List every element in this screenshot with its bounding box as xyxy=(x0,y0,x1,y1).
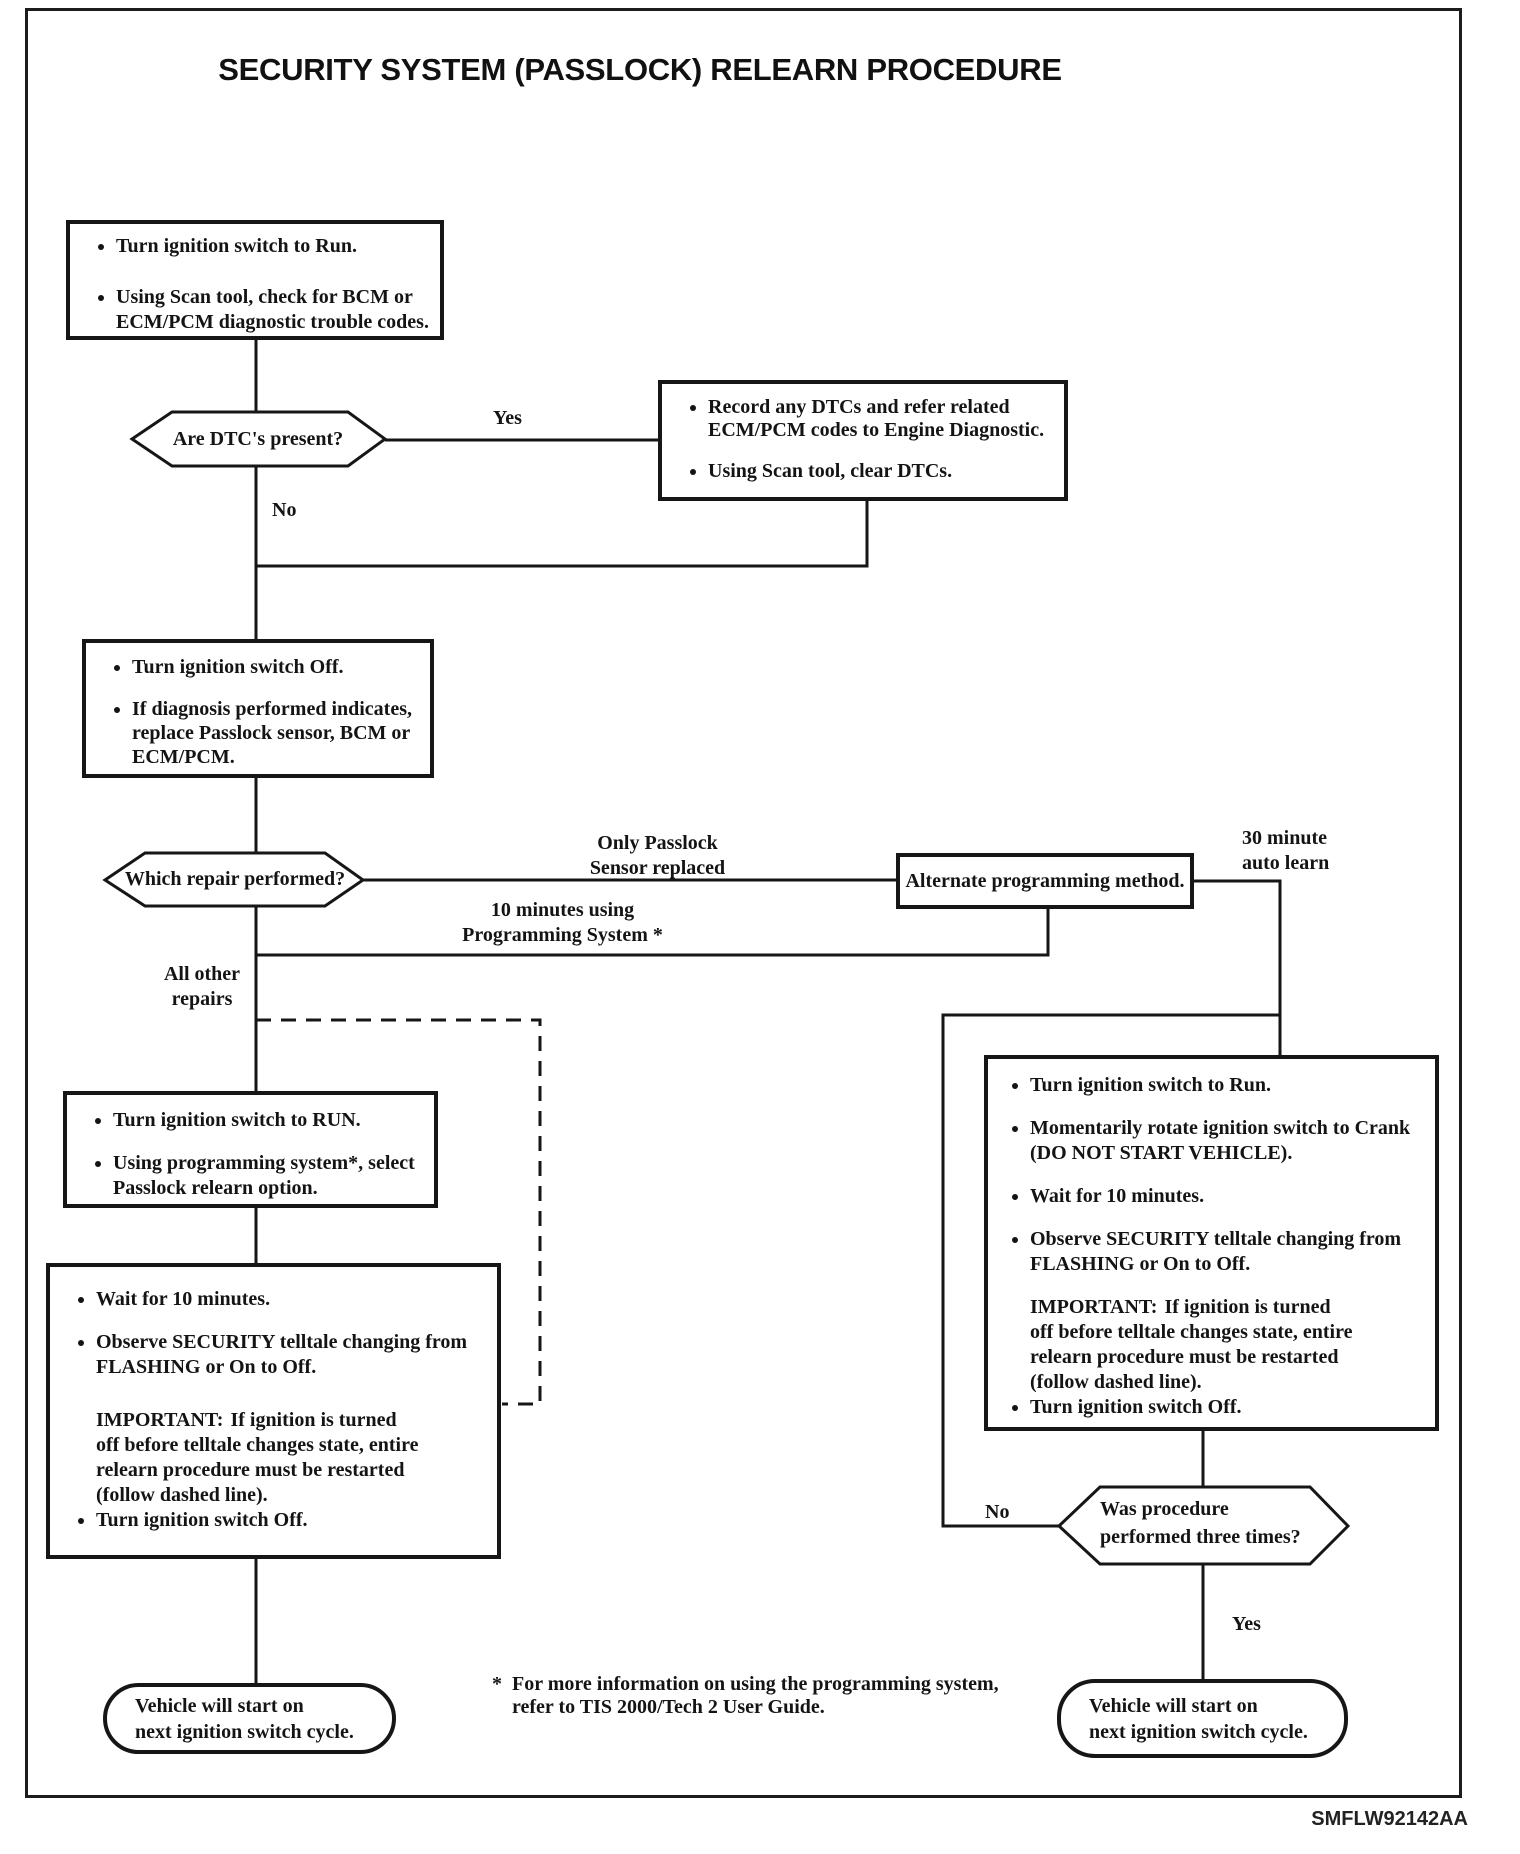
list-item: Momentarily rotate ignition switch to Cr… xyxy=(1030,1116,1431,1166)
list-item: Observe SECURITY telltale changing from … xyxy=(1030,1227,1431,1277)
decision-three-times-question: Was procedure performed three times? xyxy=(1100,1498,1301,1548)
list-item: Wait for 10 minutes. xyxy=(96,1287,493,1312)
important-note: IMPORTANT:If ignition is turned off befo… xyxy=(1030,1295,1435,1395)
record-dtcs-box: Record any DTCs and refer related ECM/PC… xyxy=(658,380,1068,501)
connector-alternate-to-autolearn xyxy=(1194,879,1282,1055)
list-item: Wait for 10 minutes. xyxy=(1030,1184,1431,1209)
list-item: Turn ignition switch to Run. xyxy=(1030,1073,1431,1098)
decision-dtcs-present-shape xyxy=(129,410,388,468)
page-border xyxy=(25,8,1462,1798)
run-crank-box: Turn ignition switch to Run. Momentarily… xyxy=(984,1055,1439,1431)
list-item: Turn ignition switch to Run. xyxy=(116,234,436,259)
check-codes-box: Turn ignition switch to Run. Using Scan … xyxy=(66,220,444,340)
list-item: Turn ignition switch Off. xyxy=(132,655,426,679)
branch-label-ten-minutes: 10 minutes using Programming System * xyxy=(462,899,663,946)
terminal-text: Vehicle will start on next ignition swit… xyxy=(1089,1694,1308,1743)
branch-label-only-passlock: Only Passlock Sensor replaced xyxy=(589,832,726,879)
select-relearn-box: Turn ignition switch to RUN. Using progr… xyxy=(63,1091,438,1208)
document-code: SMFLW92142AA xyxy=(1311,1808,1468,1830)
run-crank-list-after: Turn ignition switch Off. xyxy=(988,1395,1435,1420)
list-item: Using Scan tool, check for BCM or ECM/PC… xyxy=(116,285,436,335)
decision-which-repair-question: Which repair performed? xyxy=(124,868,346,890)
list-item: If diagnosis performed indicates, replac… xyxy=(132,697,426,769)
page-title: SECURITY SYSTEM (PASSLOCK) RELEARN PROCE… xyxy=(218,52,1062,87)
terminal-vehicle-start-right: Vehicle will start on next ignition swit… xyxy=(1057,1679,1348,1758)
list-item: Turn ignition switch to RUN. xyxy=(113,1108,430,1133)
footnote-asterisk: * xyxy=(492,1673,502,1695)
connector-alternate-to-programming xyxy=(256,908,1050,957)
alternate-method-label: Alternate programming method. xyxy=(905,869,1185,892)
record-dtcs-list: Record any DTCs and refer related ECM/PC… xyxy=(662,396,1064,483)
footnote: * For more information on using the prog… xyxy=(492,1673,999,1719)
terminal-text: Vehicle will start on next ignition swit… xyxy=(135,1694,354,1743)
wait-observe-list-after: Turn ignition switch Off. xyxy=(50,1508,497,1533)
select-relearn-list: Turn ignition switch to RUN. Using progr… xyxy=(67,1108,434,1201)
branch-label-thirty-minute: 30 minute auto learn xyxy=(1242,827,1330,874)
branch-label-yes-final: Yes xyxy=(1232,1613,1261,1635)
decision-which-repair-shape xyxy=(102,851,366,908)
important-text: If ignition is turned off before telltal… xyxy=(96,1409,419,1506)
branch-label-no: No xyxy=(272,499,297,521)
branch-label-no-loop: No xyxy=(985,1501,1010,1523)
connector-dashed-restart xyxy=(256,1018,542,1406)
decision-dtcs-present-question: Are DTC's present? xyxy=(172,428,344,450)
footnote-text: For more information on using the progra… xyxy=(512,1673,999,1718)
important-label: IMPORTANT: xyxy=(96,1409,224,1431)
important-label: IMPORTANT: xyxy=(1030,1296,1158,1318)
terminal-vehicle-start-left: Vehicle will start on next ignition swit… xyxy=(103,1683,396,1754)
wait-observe-box: Wait for 10 minutes. Observe SECURITY te… xyxy=(46,1263,501,1559)
list-item: Observe SECURITY telltale changing from … xyxy=(96,1330,493,1380)
branch-label-yes: Yes xyxy=(493,407,522,429)
alternate-method-box: Alternate programming method. xyxy=(896,853,1194,909)
switch-off-box: Turn ignition switch Off. If diagnosis p… xyxy=(82,639,434,778)
list-item: Turn ignition switch Off. xyxy=(1030,1395,1431,1420)
list-item: Record any DTCs and refer related ECM/PC… xyxy=(708,396,1060,442)
important-text: If ignition is turned off before telltal… xyxy=(1030,1296,1353,1393)
list-item: Using programming system*, select Passlo… xyxy=(113,1151,430,1201)
connector-record-to-main xyxy=(256,500,869,568)
list-item: Using Scan tool, clear DTCs. xyxy=(708,460,1060,483)
decision-three-times-shape xyxy=(1056,1485,1351,1566)
list-item: Turn ignition switch Off. xyxy=(96,1508,493,1533)
branch-label-all-other: All other repairs xyxy=(163,963,241,1010)
switch-off-list: Turn ignition switch Off. If diagnosis p… xyxy=(86,655,430,769)
check-codes-list: Turn ignition switch to Run. Using Scan … xyxy=(70,234,440,335)
important-note: IMPORTANT:If ignition is turned off befo… xyxy=(96,1408,497,1508)
run-crank-list: Turn ignition switch to Run. Momentarily… xyxy=(988,1073,1435,1277)
wait-observe-list: Wait for 10 minutes. Observe SECURITY te… xyxy=(50,1287,497,1380)
connector-no-loop xyxy=(941,1013,1280,1528)
